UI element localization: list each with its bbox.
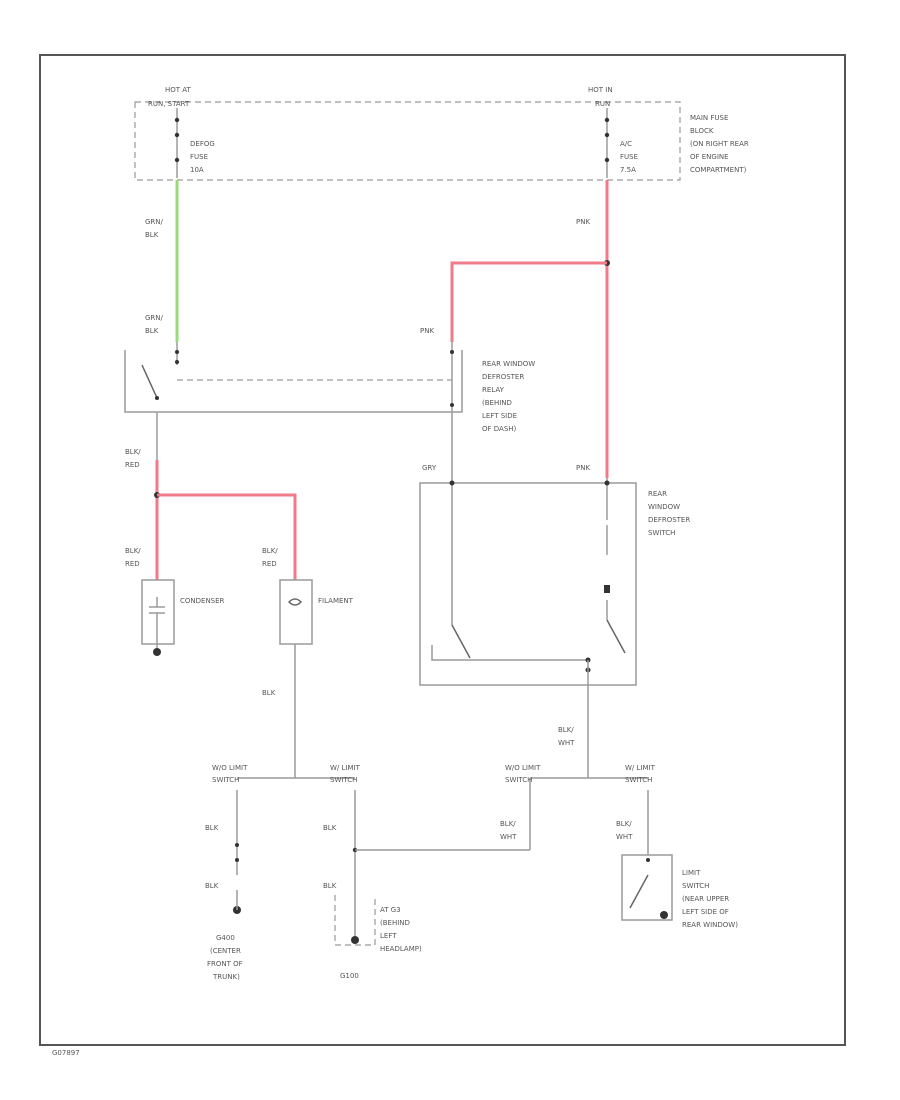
svg-text:W/O LIMIT: W/O LIMIT [212,764,248,772]
blk-wht-switch-label-2: WHT [558,739,575,747]
gry-label: GRY [422,464,437,472]
svg-text:(ON RIGHT REAR: (ON RIGHT REAR [690,140,749,148]
grn-blk-label-mid-2: BLK [145,327,159,335]
svg-text:BLK: BLK [323,824,337,832]
svg-text:LEFT SIDE OF: LEFT SIDE OF [682,908,729,916]
svg-text:LEFT: LEFT [380,932,397,940]
svg-text:HEADLAMP): HEADLAMP) [380,945,422,953]
svg-text:MAIN FUSE: MAIN FUSE [690,114,728,122]
svg-text:CONDENSER: CONDENSER [180,597,225,605]
svg-text:SWITCH: SWITCH [212,776,239,784]
svg-text:(BEHIND: (BEHIND [482,399,512,407]
defroster-relay [124,342,463,413]
svg-text:WHT: WHT [500,833,517,841]
hot-in-label: HOT IN [588,86,613,94]
svg-text:SWITCH: SWITCH [648,529,675,537]
svg-text:TRUNK): TRUNK) [212,973,240,981]
svg-text:WHT: WHT [616,833,633,841]
limit-branch-left: W/O LIMIT SWITCH W/ LIMIT SWITCH BLK BLK [205,764,361,914]
svg-text:G100: G100 [340,972,359,980]
svg-text:DEFROSTER: DEFROSTER [648,516,690,524]
pnk-switch-label: PNK [576,464,590,472]
svg-text:RELAY: RELAY [482,386,505,394]
svg-text:FUSE: FUSE [190,153,208,161]
ac-fuse: A/C FUSE 7.5A [604,108,638,178]
svg-text:SWITCH: SWITCH [330,776,357,784]
svg-text:(CENTER: (CENTER [210,947,241,955]
grn-blk-label-top-2: BLK [145,231,159,239]
blk-red-label-1: BLK/ [125,448,141,456]
defog-fuse: DEFOG FUSE 10A [174,108,215,178]
pnk-label-relay: PNK [420,327,434,335]
blk-red-label-1b: RED [125,461,140,469]
blk-wht-switch-label: BLK/ [558,726,574,734]
hot-at-label: HOT AT [165,86,192,94]
svg-text:BLK/: BLK/ [616,820,632,828]
svg-text:BLK: BLK [323,882,337,890]
blk-red-wire-2 [157,493,297,580]
blk-filament-label: BLK [262,689,276,697]
svg-text:(NEAR UPPER: (NEAR UPPER [682,895,729,903]
hot-in-label-2: RUN [595,100,610,108]
grn-blk-label-mid: GRN/ [145,314,164,322]
ground-headlamp-label: AT G3 (BEHIND LEFT HEADLAMP) G100 [340,906,422,980]
svg-text:FUSE: FUSE [620,153,638,161]
blk-red-label-3b: RED [262,560,277,568]
relay-label: REAR WINDOW DEFROSTER RELAY (BEHIND LEFT… [482,360,535,433]
svg-text:G400: G400 [216,934,235,942]
svg-text:LIMIT: LIMIT [682,869,701,877]
svg-text:BLK/: BLK/ [500,820,516,828]
svg-text:(BEHIND: (BEHIND [380,919,410,927]
defroster-switch [419,412,637,778]
limit-switch: LIMIT SWITCH (NEAR UPPER LEFT SIDE OF RE… [621,854,738,929]
svg-text:DEFOG: DEFOG [190,140,215,148]
svg-text:DEFROSTER: DEFROSTER [482,373,524,381]
svg-text:FILAMENT: FILAMENT [318,597,354,605]
svg-text:W/O LIMIT: W/O LIMIT [505,764,541,772]
svg-text:BLOCK: BLOCK [690,127,714,135]
svg-text:10A: 10A [190,166,204,174]
main-fuse-block-label: MAIN FUSE BLOCK (ON RIGHT REAR OF ENGINE… [690,114,749,174]
condenser: CONDENSER [141,579,225,656]
svg-text:SWITCH: SWITCH [505,776,532,784]
fuse-block-outline [134,101,681,181]
diagram-frame [39,54,846,1046]
svg-text:REAR WINDOW): REAR WINDOW) [682,921,738,929]
svg-text:LEFT SIDE: LEFT SIDE [482,412,517,420]
blk-red-label-2b: RED [125,560,140,568]
pnk-wire-to-relay [450,261,607,342]
svg-text:REAR WINDOW: REAR WINDOW [482,360,535,368]
svg-text:OF DASH): OF DASH) [482,425,517,433]
svg-text:SWITCH: SWITCH [625,776,652,784]
svg-text:BLK: BLK [205,882,219,890]
svg-text:SWITCH: SWITCH [682,882,709,890]
switch-label: REAR WINDOW DEFROSTER SWITCH [648,490,690,537]
limit-branch-right: W/O LIMIT SWITCH W/ LIMIT SWITCH BLK/ WH… [505,764,656,855]
limit-branch-headlamp: BLK BLK BLK/ WHT [323,778,531,946]
blk-red-label-3: BLK/ [262,547,278,555]
svg-text:BLK: BLK [205,824,219,832]
svg-text:W/ LIMIT: W/ LIMIT [330,764,361,772]
svg-text:COMPARTMENT): COMPARTMENT) [690,166,747,174]
svg-text:7.5A: 7.5A [620,166,636,174]
pnk-label-top: PNK [576,218,590,226]
svg-text:REAR: REAR [648,490,667,498]
svg-text:A/C: A/C [620,140,632,148]
svg-text:W/ LIMIT: W/ LIMIT [625,764,656,772]
hot-at-label-2: RUN, START [148,100,190,108]
svg-text:FRONT OF: FRONT OF [207,960,243,968]
filament: FILAMENT BLK [262,579,354,778]
ground-trunk-label: G400 (CENTER FRONT OF TRUNK) [207,934,243,981]
blk-red-label-2: BLK/ [125,547,141,555]
grn-blk-label-top: GRN/ [145,218,164,226]
svg-text:WINDOW: WINDOW [648,503,680,511]
svg-text:AT G3: AT G3 [380,906,401,914]
svg-text:OF ENGINE: OF ENGINE [690,153,729,161]
figure-id: G07897 [52,1049,80,1057]
